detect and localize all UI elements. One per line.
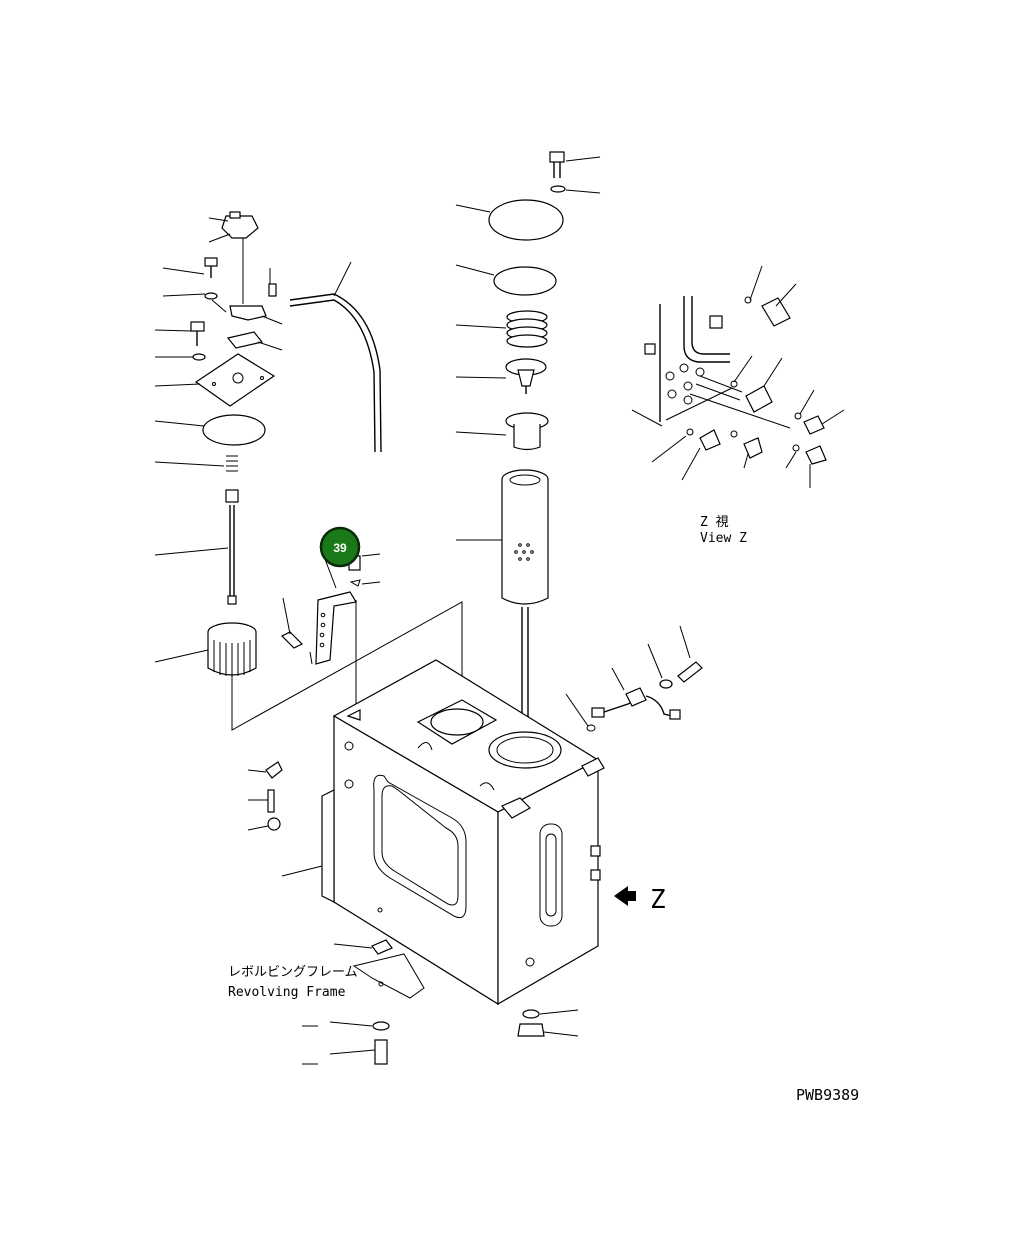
filter-stack (455, 151, 601, 722)
hydraulic-tank (281, 659, 605, 1006)
leader-lines-left (154, 217, 283, 663)
breather-hose (289, 261, 382, 453)
phantom-outline (231, 601, 463, 731)
callout-39[interactable]: 39 (319, 526, 361, 568)
frame-label-en: Revolving Frame (228, 985, 346, 1000)
callout-number: 39 (333, 541, 347, 555)
view-label-jp: Z 視 (700, 515, 729, 530)
level-sensor-harness (565, 625, 703, 732)
breather-assembly (204, 211, 277, 321)
mounting-parts (302, 939, 579, 1065)
view-z-detail (631, 265, 845, 488)
drain-fittings (247, 761, 283, 831)
bracket-assembly (280, 545, 381, 718)
drawing-number: PWB9389 (796, 1086, 859, 1104)
tank-cover-assembly (190, 321, 276, 677)
view-z-arrow (614, 886, 636, 906)
frame-label-jp: レボルビングフレーム (228, 965, 358, 980)
arrow-z-label: Z (650, 885, 666, 915)
view-label-en: View Z (700, 531, 747, 546)
